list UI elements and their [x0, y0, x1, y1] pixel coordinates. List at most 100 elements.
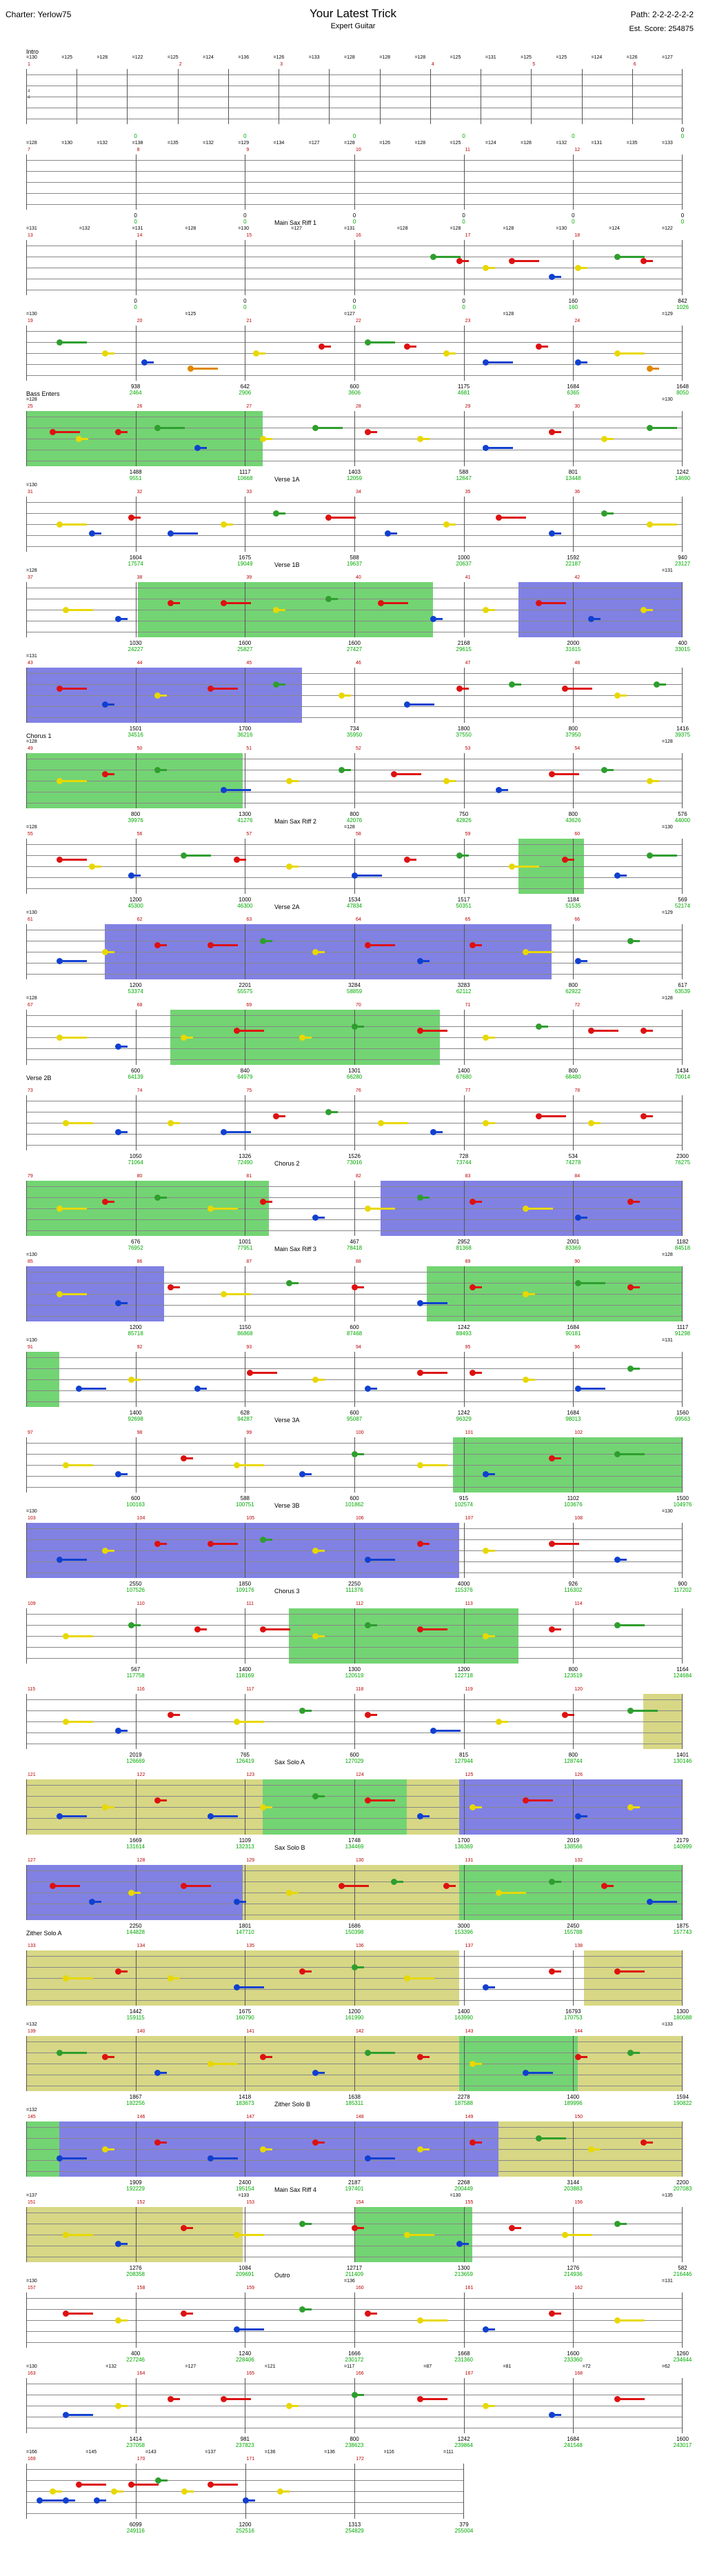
sustain-tail — [52, 1885, 81, 1887]
measure-number: 18 — [574, 233, 581, 238]
yellow-note — [312, 1377, 319, 1383]
orange-note — [188, 366, 194, 372]
running-total: 182256 — [126, 2100, 145, 2106]
measure-points: 1150 — [239, 1324, 251, 1330]
tempo-marker: =135 — [626, 141, 638, 146]
sustain-tail — [157, 427, 185, 429]
sustain-tail — [223, 1131, 251, 1133]
tempo-marker: =130 — [238, 226, 250, 231]
measure-points: 600 — [130, 1495, 141, 1501]
yellow-note — [574, 265, 581, 271]
running-total: 52174 — [674, 903, 691, 909]
measure-bar — [573, 1010, 574, 1065]
measure-bar — [136, 753, 137, 808]
tempo-marker: =131 — [591, 141, 603, 146]
sustain-tail — [65, 2313, 94, 2315]
sustain-tail — [105, 1201, 115, 1203]
sustain-tail — [183, 2490, 194, 2493]
sustain-tail — [105, 2148, 115, 2150]
measure-bar — [354, 2207, 355, 2262]
yellow-note — [50, 2488, 57, 2495]
sustain-tail — [275, 1115, 285, 1117]
sustain-tail — [118, 2243, 128, 2245]
measure-number: 169 — [28, 2457, 36, 2462]
sustain-tail — [472, 1372, 483, 1374]
red-note — [233, 1028, 240, 1034]
sustain-tail — [629, 1201, 640, 1203]
sustain-tail — [643, 260, 653, 262]
sustain-tail — [262, 1806, 272, 1808]
yellow-note — [259, 2146, 266, 2153]
sustain-tail — [59, 1559, 87, 1561]
measure-bar — [464, 1865, 465, 1920]
sustain-tail — [157, 2072, 168, 2074]
running-total: 134469 — [345, 1844, 364, 1850]
blue-note — [483, 2326, 490, 2333]
red-note — [246, 1370, 253, 1376]
running-total: 8050 — [676, 390, 689, 396]
sustain-tail — [420, 960, 430, 962]
yellow-note — [56, 1291, 63, 1297]
running-total: 153396 — [454, 1929, 473, 1935]
section-label: Sax Solo B — [274, 1844, 305, 1851]
running-total: 0 — [352, 219, 356, 225]
blue-note — [483, 359, 490, 366]
measure-number: 6 — [633, 62, 636, 67]
sustain-tail — [367, 2313, 378, 2315]
measure-bar — [136, 1694, 137, 1749]
red-note — [640, 1028, 647, 1034]
tempo-marker: =125 — [167, 55, 179, 60]
sustain-tail — [275, 512, 285, 515]
yellow-note — [233, 1719, 240, 1725]
measure-bar — [682, 69, 683, 124]
sustain-tail — [407, 703, 435, 706]
measure-number: 41 — [465, 575, 471, 580]
sustain-tail — [649, 368, 660, 370]
measure-bar — [136, 154, 137, 210]
sustain-tail — [367, 2052, 396, 2054]
green-note — [154, 2477, 161, 2484]
sustain-tail — [59, 960, 87, 962]
measure-bar — [682, 582, 683, 637]
measure-number: 120 — [574, 1687, 583, 1692]
running-total: 17574 — [128, 561, 143, 567]
red-note — [259, 1626, 266, 1633]
sustain-tail — [616, 352, 645, 355]
measure-number: 98 — [137, 1430, 143, 1435]
tempo-marker: =133 — [662, 141, 673, 146]
measure-points: 1684 — [567, 2436, 580, 2442]
blue-note — [430, 1129, 437, 1135]
tempo-marker: =130 — [662, 1509, 673, 1514]
measure-number: 21 — [246, 319, 252, 323]
section-label: Zither Solo A — [26, 1930, 62, 1937]
measure-points: 1560 — [676, 1410, 689, 1416]
measure-bar — [582, 69, 583, 124]
measure-number: 68 — [137, 1003, 143, 1008]
measure-bar — [354, 1352, 355, 1407]
running-total: 101862 — [345, 1501, 364, 1508]
measure-points: 3284 — [348, 982, 361, 988]
measure-number: 154 — [356, 2200, 364, 2205]
measure-points: 1418 — [239, 2094, 252, 2100]
measure-bar — [26, 2464, 27, 2519]
sustain-tail — [314, 1217, 325, 1219]
measure-bar — [354, 1865, 355, 1920]
blue-note — [63, 2412, 70, 2418]
red-note — [181, 2310, 188, 2317]
measure-number: 166 — [356, 2371, 364, 2376]
green-note — [128, 1622, 135, 1628]
measure-bar — [573, 154, 574, 210]
running-total: 88493 — [456, 1330, 472, 1337]
sustain-tail — [525, 951, 553, 953]
measure-bar — [682, 1694, 683, 1749]
running-total: 160 — [568, 304, 578, 310]
measure-points: 1242 — [676, 469, 689, 475]
measure-points: 1684 — [567, 383, 580, 390]
sustain-tail — [525, 1208, 553, 1210]
